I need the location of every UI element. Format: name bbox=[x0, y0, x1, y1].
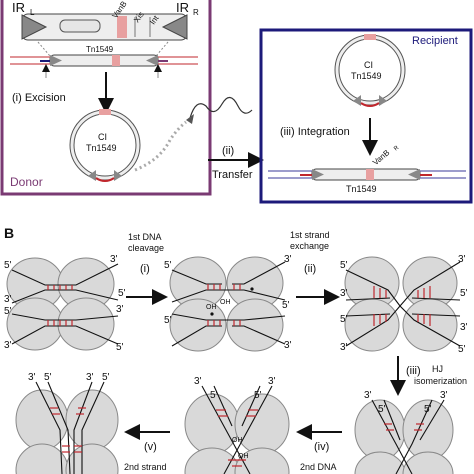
c6-3prime-a: 3' bbox=[28, 372, 36, 383]
step2-num: (ii) bbox=[304, 263, 316, 275]
c2-oh-b: OH bbox=[206, 304, 217, 311]
synaptic-complex-2 bbox=[169, 256, 286, 352]
vanb-r-sup: R bbox=[393, 145, 401, 153]
step4-num: (iv) bbox=[314, 441, 329, 453]
c6-5prime-a: 5' bbox=[44, 372, 52, 383]
c3-3prime-b: 3' bbox=[340, 288, 348, 299]
transfer-dotted-path bbox=[134, 120, 187, 172]
c2-3prime-a: 3' bbox=[284, 254, 292, 265]
synaptic-complex-3 bbox=[344, 256, 461, 352]
c3-3prime-d: 3' bbox=[340, 342, 348, 353]
transfer-label: Transfer bbox=[212, 169, 253, 181]
transposon-top bbox=[21, 13, 188, 41]
transfer-squiggle bbox=[189, 96, 253, 119]
recipient-frame bbox=[259, 28, 473, 204]
ir-right-label: IR bbox=[176, 0, 189, 15]
vanb-r-label: VanB bbox=[371, 148, 391, 167]
c6-5prime-b: 5' bbox=[102, 372, 110, 383]
step1-line1: 1st DNA bbox=[128, 232, 162, 242]
c1-3prime-a: 3' bbox=[110, 254, 118, 265]
circular-intermediate-recipient bbox=[334, 34, 406, 107]
c3-3prime-a: 3' bbox=[458, 254, 466, 265]
recip-ci-label: CI bbox=[364, 60, 373, 70]
c2-3prime-b: 3' bbox=[284, 340, 292, 351]
step3-line2: isomerization bbox=[414, 376, 467, 386]
donor-frame bbox=[0, 0, 212, 196]
c1-3prime-c: 3' bbox=[116, 304, 124, 315]
circular-intermediate-donor bbox=[69, 109, 141, 182]
c3-5prime-b: 5' bbox=[460, 288, 468, 299]
step5-num: (v) bbox=[144, 441, 157, 453]
c1-5prime-c: 5' bbox=[4, 306, 12, 317]
c5-3prime-a: 3' bbox=[194, 376, 202, 387]
step1-num: (i) bbox=[140, 263, 150, 275]
c4-3prime-a: 3' bbox=[364, 390, 372, 401]
c1-3prime-b: 3' bbox=[4, 294, 12, 305]
step3-line1: HJ bbox=[432, 364, 443, 374]
c4-3prime-b: 3' bbox=[440, 390, 448, 401]
synaptic-complex-4 bbox=[354, 399, 454, 474]
c1-3prime-d: 3' bbox=[4, 340, 12, 351]
c1-5prime-d: 5' bbox=[116, 342, 124, 353]
step2-line1: 1st strand bbox=[290, 230, 330, 240]
c4-5prime-a: 5' bbox=[378, 404, 386, 415]
donor-chromosome bbox=[10, 54, 198, 67]
integration-label: (iii) Integration bbox=[280, 126, 350, 138]
c3-5prime-d: 5' bbox=[458, 344, 466, 355]
step2-line2: exchange bbox=[290, 241, 329, 251]
step4-line1: 2nd DNA bbox=[300, 462, 337, 472]
ir-right-sub: R bbox=[193, 8, 199, 17]
ci-tn-label: Tn1549 bbox=[86, 143, 117, 153]
c2-oh-a: OH bbox=[220, 299, 231, 306]
c5-5prime-a: 5' bbox=[210, 390, 218, 401]
c2-5prime-c: 5' bbox=[164, 315, 172, 326]
synaptic-complex-1 bbox=[6, 257, 119, 351]
donor-label: Donor bbox=[10, 175, 43, 189]
recipient-chromosome bbox=[268, 168, 466, 181]
step3-num: (iii) bbox=[406, 365, 421, 377]
ci-label: CI bbox=[98, 132, 107, 142]
c5-3prime-b: 3' bbox=[268, 376, 276, 387]
step5-line1: 2nd strand bbox=[124, 462, 167, 472]
recip-tn-label: Tn1549 bbox=[351, 71, 382, 81]
c5-oh-a: OH bbox=[232, 437, 243, 444]
synaptic-complex-5 bbox=[184, 385, 290, 474]
step1-line2: cleavage bbox=[128, 243, 164, 253]
c6-3prime-b: 3' bbox=[86, 372, 94, 383]
ir-left-sub: L bbox=[30, 8, 35, 17]
c1-5prime-a: 5' bbox=[4, 260, 12, 271]
ir-left-label: IR bbox=[12, 0, 25, 15]
excision-label: (i) Excision bbox=[12, 92, 66, 104]
c2-5prime-a: 5' bbox=[164, 260, 172, 271]
c3-5prime-a: 5' bbox=[340, 260, 348, 271]
tn-top-label: Tn1549 bbox=[86, 45, 114, 54]
c3-3prime-c: 3' bbox=[460, 322, 468, 333]
c4-5prime-b: 5' bbox=[424, 404, 432, 415]
c2-5prime-d: 5' bbox=[282, 300, 290, 311]
transfer-step-num: (ii) bbox=[222, 145, 234, 157]
synaptic-complex-6 bbox=[15, 381, 119, 474]
c5-oh-b: OH bbox=[238, 453, 249, 460]
c5-5prime-b: 5' bbox=[254, 390, 262, 401]
tn-bottom-label: Tn1549 bbox=[346, 184, 377, 194]
panel-b-label: B bbox=[4, 225, 14, 241]
recipient-label: Recipient bbox=[412, 35, 458, 47]
c1-5prime-b: 5' bbox=[118, 288, 126, 299]
c3-5prime-c: 5' bbox=[340, 314, 348, 325]
